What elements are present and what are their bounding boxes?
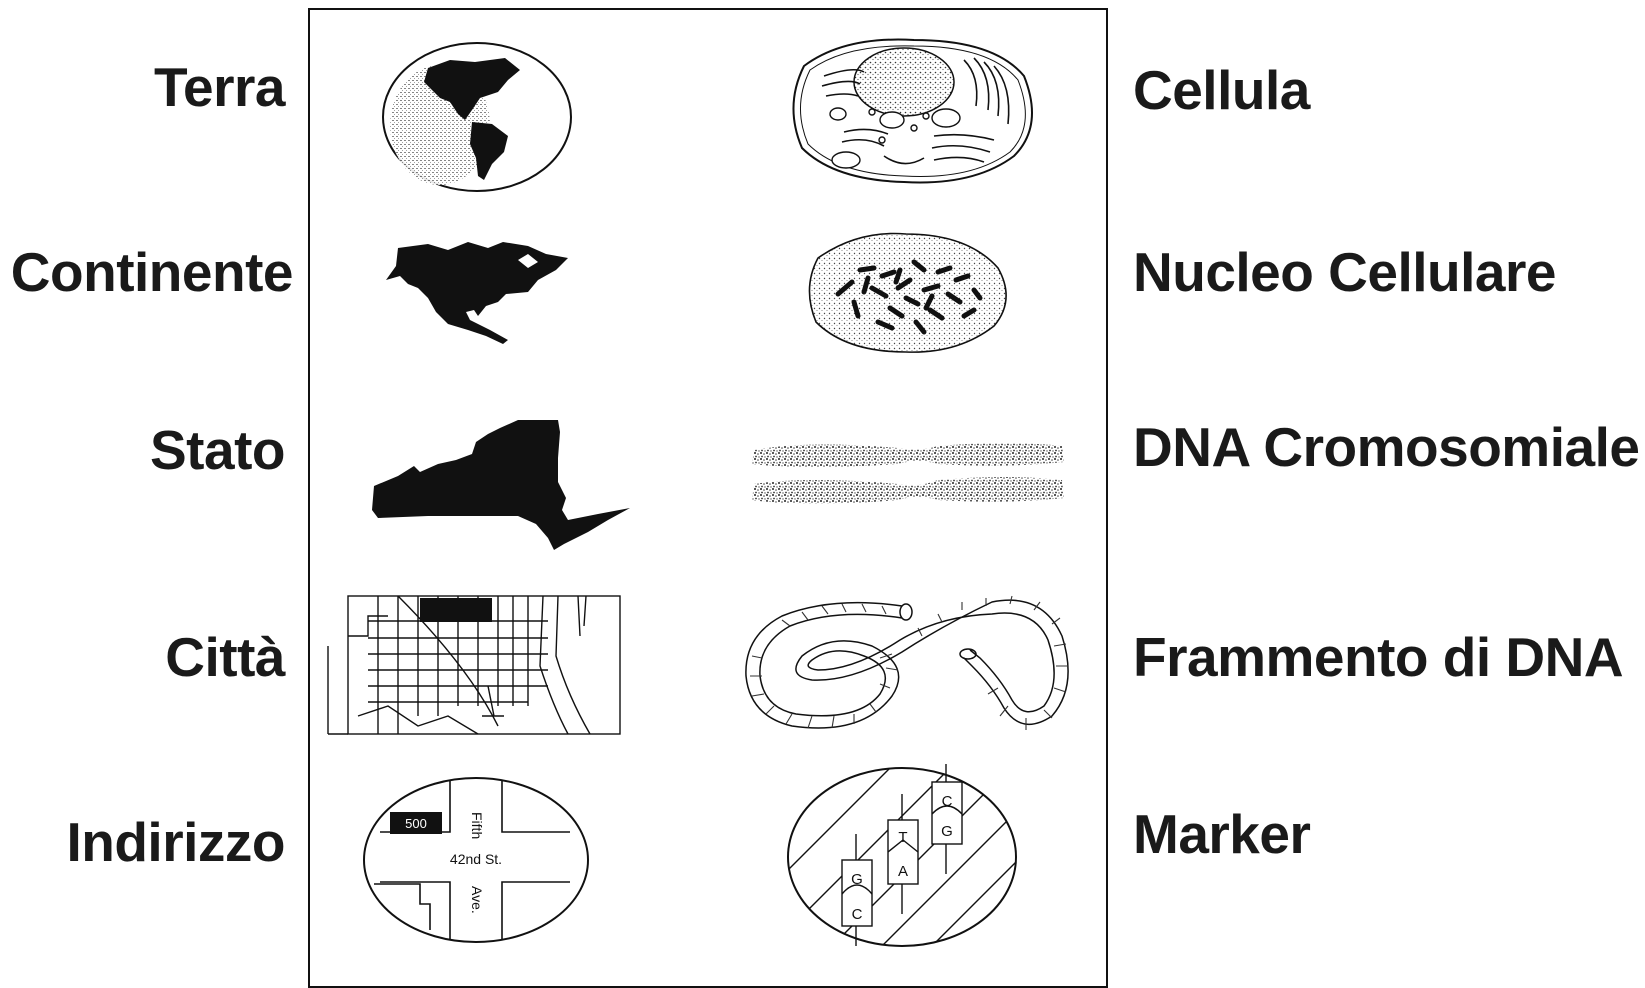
cell-nucleus-icon [798, 232, 1014, 354]
city-map-icon [328, 596, 624, 736]
label-indirizzo: Indirizzo [66, 815, 285, 870]
marker-base-c1: C [852, 906, 863, 923]
avenue-top-text: Fifth [469, 812, 485, 839]
label-nucleo-cellulare: Nucleo Cellulare [1133, 245, 1556, 300]
label-cellula: Cellula [1133, 63, 1310, 118]
street-intersection-icon: 500 42nd St. Fifth Ave. [360, 774, 592, 946]
new-york-state-icon [368, 418, 636, 556]
marker-base-t: T [898, 829, 907, 846]
label-frammento-di-dna: Frammento di DNA [1133, 630, 1623, 685]
dna-fragment-icon [742, 596, 1078, 736]
chromosome-icon [748, 440, 1068, 512]
street-name-text: 42nd St. [450, 851, 502, 867]
north-america-icon [378, 240, 573, 350]
label-citta: Città [165, 630, 285, 685]
marker-base-g2: G [941, 823, 953, 840]
label-continente: Continente [11, 245, 293, 300]
label-stato: Stato [150, 423, 285, 478]
house-number-text: 500 [405, 816, 427, 831]
marker-base-a: A [898, 863, 908, 880]
marker-base-c2: C [942, 793, 953, 810]
globe-icon [380, 40, 575, 195]
cell-icon [784, 36, 1040, 186]
marker-base-g1: G [851, 871, 863, 888]
label-dna-cromosomiale: DNA Cromosomiale [1133, 420, 1639, 475]
label-terra: Terra [154, 60, 285, 115]
avenue-bottom-text: Ave. [469, 886, 485, 914]
label-marker: Marker [1133, 807, 1310, 862]
genetic-marker-icon: G C T A C G [784, 764, 1020, 950]
